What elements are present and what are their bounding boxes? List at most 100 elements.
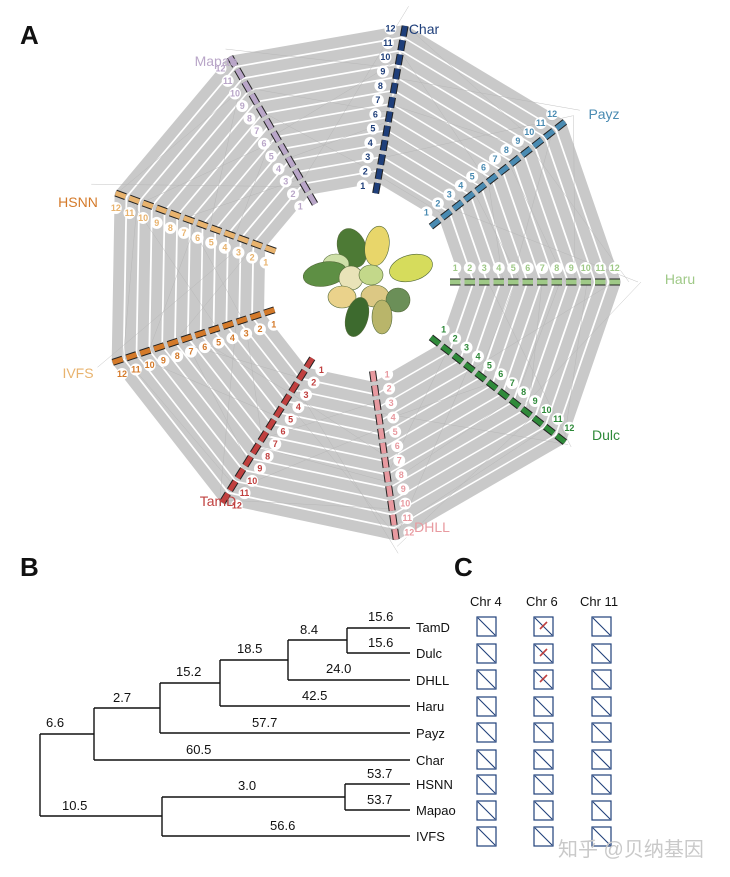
dotplot-cell — [591, 826, 612, 847]
accession-label: IVFS — [62, 365, 93, 381]
synteny-link — [122, 200, 138, 359]
synteny-link — [97, 240, 248, 368]
chr-number-badge — [259, 256, 272, 269]
synteny-link — [176, 341, 301, 379]
chr-number-badge — [369, 108, 382, 121]
dotplot-cell — [533, 826, 554, 847]
chromosome-block — [452, 353, 464, 364]
chromosome-block — [388, 96, 396, 109]
chr-number-badge — [511, 134, 524, 147]
chromosome-block — [520, 146, 533, 158]
chromosome-block — [555, 119, 567, 131]
chr-number-badge — [212, 336, 225, 349]
chr-number: 2 — [311, 377, 316, 387]
chr-number-badge — [449, 262, 462, 274]
chr-number-badge — [359, 165, 372, 178]
synteny-link — [521, 281, 642, 409]
synteny-link — [257, 446, 389, 483]
chromosome-block — [475, 182, 487, 193]
chr-number-badge — [431, 197, 444, 210]
synteny-link — [124, 358, 234, 485]
chromosome-block — [139, 347, 152, 356]
chromosome-block — [128, 195, 141, 204]
chr-number: 10 — [524, 127, 534, 137]
dotplot-diagonal — [592, 644, 611, 663]
watermark: 知乎 @贝纳基因 — [558, 838, 704, 861]
leaf-label: Dulc — [416, 646, 443, 661]
chromosome-block — [390, 514, 397, 526]
chr-number: 1 — [271, 320, 276, 330]
leaf-label: HSNN — [416, 777, 453, 792]
dotplot-column-header: Chr 11 — [580, 594, 618, 609]
chr-number: 1 — [441, 325, 446, 335]
chromosome-block — [463, 362, 476, 373]
branch-length-label: 10.5 — [62, 798, 87, 813]
chr-number-badge — [460, 341, 473, 354]
chr-number-badge — [236, 100, 249, 113]
chromosome-block — [273, 406, 284, 418]
chr-number: 5 — [393, 427, 398, 437]
chromosome-block — [475, 371, 487, 382]
chromosome-block — [555, 433, 567, 445]
dotplot-cell — [476, 616, 497, 637]
chr-number: 10 — [138, 213, 148, 223]
synteny-ribbon — [188, 104, 540, 461]
chr-number-badge — [389, 425, 402, 438]
inversion-mark — [539, 674, 548, 683]
chr-number-badge — [437, 323, 450, 336]
chromosome-block — [278, 143, 289, 156]
chr-number: 3 — [365, 152, 370, 162]
accession-label: DHLL — [414, 519, 450, 535]
chr-number-badge — [483, 359, 496, 372]
chr-number: 9 — [154, 218, 159, 228]
chr-number: 3 — [464, 342, 469, 352]
synteny-ribbon — [227, 144, 500, 420]
branch-length-label: 24.0 — [326, 661, 351, 676]
dotplot-diagonal — [477, 775, 496, 794]
dotplot-cell — [476, 826, 497, 847]
chr-number: 4 — [276, 164, 281, 174]
chr-number: 7 — [181, 228, 186, 238]
dotplot-headers: Chr 4 Chr 6 Chr 11 — [470, 594, 618, 609]
chr-number-badge — [315, 364, 328, 377]
chr-number: 12 — [111, 203, 121, 213]
chr-number-badge — [284, 413, 297, 426]
chr-number-badge — [393, 454, 406, 467]
synteny-link — [141, 139, 279, 203]
chr-number: 11 — [125, 208, 135, 218]
chr-number: 10 — [581, 263, 591, 273]
dotplot-cell — [533, 774, 554, 795]
chr-number: 11 — [595, 263, 605, 273]
chr-number: 1 — [263, 258, 268, 268]
chr-number-badge — [551, 412, 564, 425]
chr-number: 11 — [383, 38, 393, 48]
chromosome-block — [543, 128, 555, 140]
synteny-link — [452, 209, 639, 283]
chr-number-badge — [506, 377, 519, 390]
chr-number: 8 — [168, 223, 173, 233]
synteny-link — [133, 355, 277, 417]
chr-number-badge — [232, 246, 245, 259]
chr-number-badge — [565, 262, 578, 274]
chr-number: 11 — [536, 118, 546, 128]
synteny-link — [478, 281, 516, 376]
chromosome-block — [383, 125, 390, 137]
accession-label: Dulc — [592, 427, 620, 443]
chr-number: 6 — [280, 427, 285, 437]
chr-number: 12 — [215, 63, 225, 73]
chr-number-badge — [374, 79, 387, 92]
chr-number-badge — [157, 354, 170, 367]
chr-number: 12 — [385, 24, 395, 34]
chr-number: 8 — [378, 81, 383, 91]
branch-length-label: 15.6 — [368, 609, 393, 624]
chr-number: 4 — [222, 243, 227, 253]
panel-b-letter: B — [20, 552, 39, 582]
chr-number: 9 — [161, 356, 166, 366]
inversion-mark — [539, 648, 548, 657]
chromosome-block — [374, 399, 381, 411]
synteny-link — [184, 338, 248, 462]
chr-number: 2 — [453, 334, 458, 344]
chromosome-block — [208, 325, 221, 334]
